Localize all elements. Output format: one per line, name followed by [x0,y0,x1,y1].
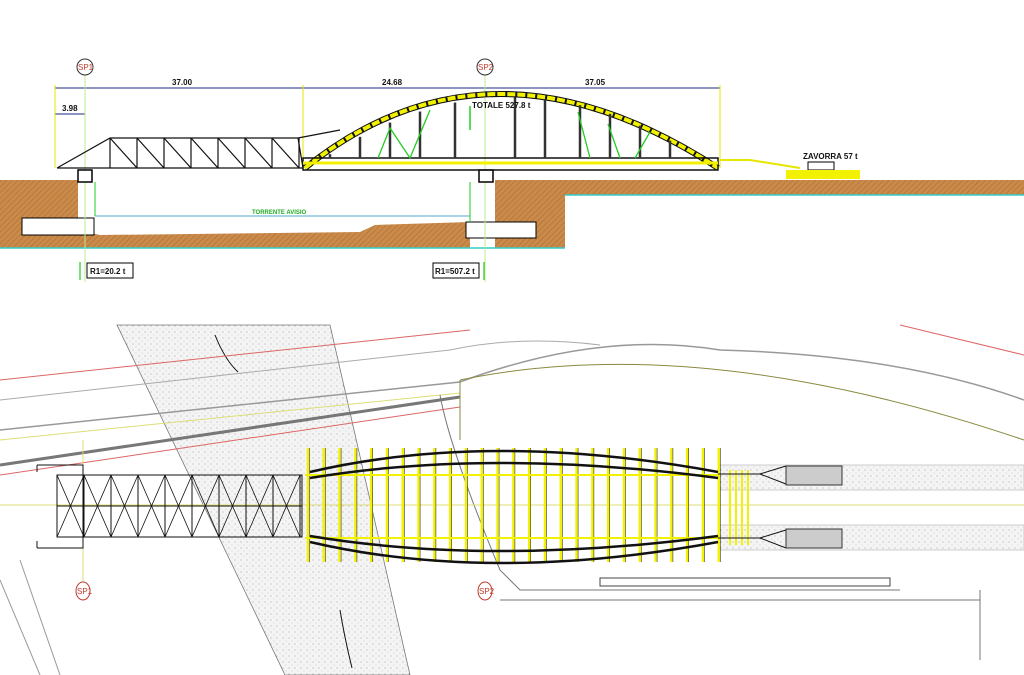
ballast-plan [718,465,843,549]
support-label: SP1 [77,587,93,596]
ballast-label: ZAVORRA 57 t [803,152,858,161]
launching-nose-plan [36,464,303,549]
truss-diagonal [190,137,219,169]
ballast: ZAVORRA 57 t [786,152,860,179]
reaction-sp2: R1=507.2 t [435,267,475,276]
truss-diagonal [136,137,165,169]
dimension-37-00: 37.00 [172,78,193,87]
arch-bridge [302,91,801,171]
support-marker-plan-sp2: SP2 [477,581,495,601]
pier-footing-sp1 [21,217,95,236]
dimension-24-68: 24.68 [382,78,403,87]
support-marker-sp1: SP1 [76,58,94,76]
launching-nose-truss [56,129,341,169]
support-label: SP2 [479,587,495,596]
truss-diagonal [109,137,138,169]
river-label: TORRENTE AVISIO [252,210,307,216]
riverbed-plan [116,324,411,675]
elevation-view: TORRENTE AVISIO 37.00 24.68 37.05 3.98 S… [0,58,1024,282]
reaction-sp1: R1=20.2 t [90,267,126,276]
riverbed [78,222,470,248]
support-marker-plan-sp1: SP1 [75,581,93,601]
pier-footing-sp2 [465,221,537,239]
ground-right-bank [495,180,1024,248]
support-label: SP2 [478,63,494,72]
bearing-sp2 [478,169,494,183]
plan-view: SP1 SP2 [0,324,1024,675]
support-marker-sp2: SP2 [476,58,494,76]
dimension-3-98: 3.98 [62,104,78,113]
truss-diagonal [163,137,192,169]
deck-plan [305,448,749,562]
total-load-label: TOTALE 527.8 t [472,101,531,110]
truss-diagonal [271,137,300,169]
support-label: SP1 [78,63,94,72]
bearing-sp1 [77,169,93,183]
arch-plan [309,449,719,565]
truss-diagonal [244,137,273,169]
truss-diagonal [217,137,246,169]
dimension-37-05: 37.05 [585,78,606,87]
ground-left-bank [0,180,78,248]
